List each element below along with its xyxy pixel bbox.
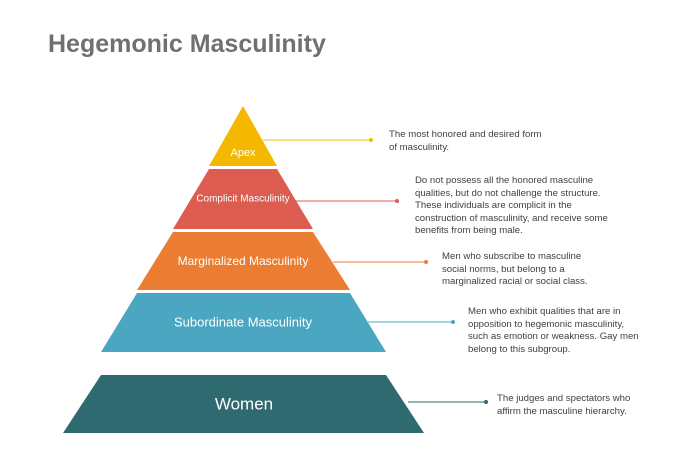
page-title: Hegemonic Masculinity: [48, 30, 326, 58]
pyramid-level-apex: [209, 106, 277, 166]
connector-dot-subordinate: [451, 320, 455, 324]
description-complicit: Do not possess all the honored masculine…: [415, 175, 608, 237]
connector-dot-complicit: [395, 199, 399, 203]
connector-dot-apex: [369, 138, 373, 142]
pyramid-label-subordinate: Subordinate Masculinity: [174, 314, 313, 329]
description-women: The judges and spectators who affirm the…: [497, 393, 631, 417]
description-apex: The most honored and desired form of mas…: [389, 129, 542, 153]
pyramid-label-women: Women: [215, 394, 273, 413]
pyramid-level-marginalized: [137, 232, 350, 290]
pyramid-level-subordinate: [101, 293, 386, 352]
description-subordinate: Men who exhibit qualities that are in op…: [468, 306, 639, 355]
description-marginalized: Men who subscribe to masculine social no…: [442, 251, 588, 288]
connector-dot-women: [484, 400, 488, 404]
pyramid-level-women: [63, 375, 424, 433]
connector-dot-marginalized: [424, 260, 428, 264]
pyramid-label-complicit: Complicit Masculinity: [196, 194, 289, 205]
pyramid-label-marginalized: Marginalized Masculinity: [178, 254, 309, 268]
pyramid-level-complicit: [173, 169, 313, 229]
pyramid-label-apex: Apex: [230, 147, 256, 159]
